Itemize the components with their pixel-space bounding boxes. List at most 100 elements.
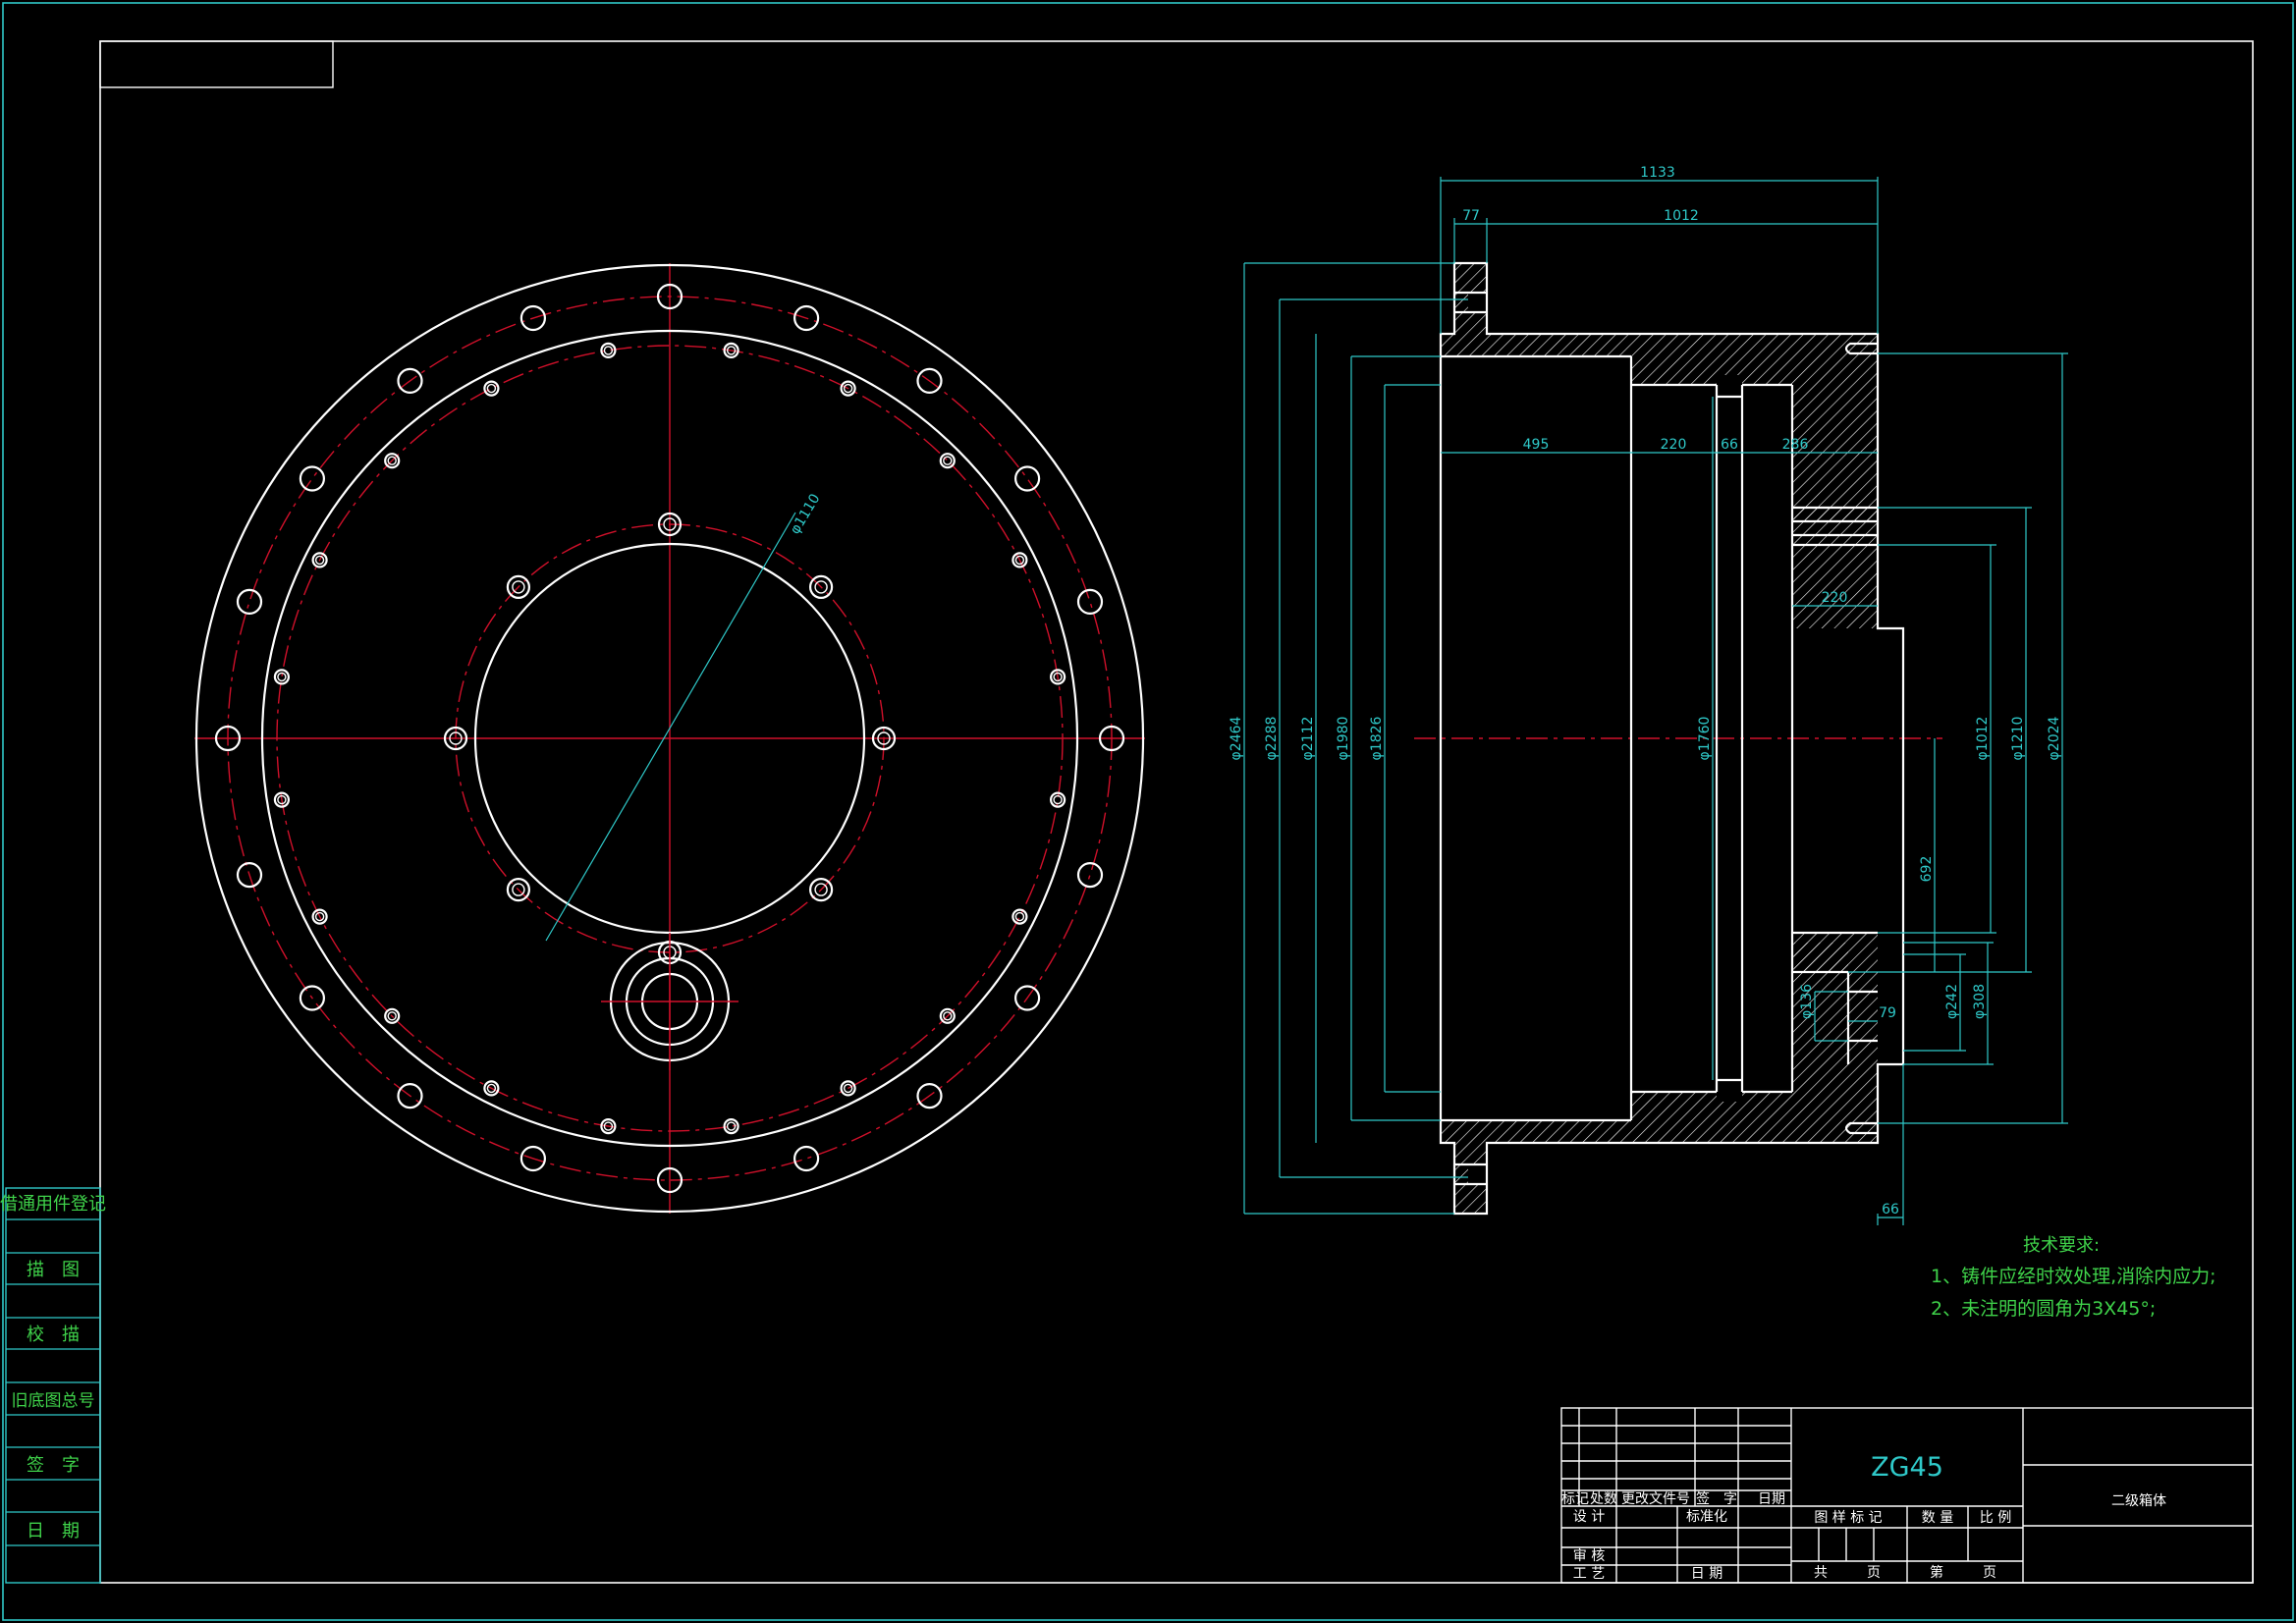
label-sheet-word: 页: [1867, 1565, 1881, 1581]
dim-dia-1110: φ1110: [788, 491, 824, 537]
bolt-hole: [273, 669, 290, 685]
bolt-hole: [1049, 669, 1066, 685]
bolt-hole: [1011, 908, 1028, 925]
dim-dia-2288: φ2288: [1264, 717, 1280, 761]
bolt-hole: [1011, 552, 1028, 568]
bolt-hole: [519, 1145, 547, 1172]
rev-header-mark: 标记: [1561, 1491, 1589, 1507]
dim-len-220a: 220: [1661, 437, 1687, 453]
bolt-hole-thread: [486, 383, 497, 394]
bolt-hole: [397, 367, 423, 394]
bolt-hole: [1098, 725, 1125, 752]
technical-notes: 技术要求: 1、铸件应经时效处理,消除内应力; 2、未注明的圆角为3X45°;: [1931, 1235, 2216, 1320]
bolt-hole: [236, 861, 263, 889]
rev-header-date: 日期: [1758, 1491, 1785, 1507]
bolt-hole: [214, 725, 242, 752]
bolt-hole: [506, 574, 531, 600]
dim-dia-2464: φ2464: [1229, 716, 1244, 760]
side-strip-item-4: 签 字: [27, 1455, 80, 1476]
bolt-hole: [840, 380, 856, 397]
title-block: 标记 处数 更改文件号 签 字 日期 设 计 标准化 审 核 工 艺 日 期 Z…: [1560, 1407, 2254, 1584]
bolt-hole: [311, 908, 328, 925]
bolt-hole: [483, 1080, 500, 1097]
bolt-hole-thread: [512, 883, 525, 896]
dim-len-79: 79: [1879, 1005, 1896, 1021]
bolt-hole: [723, 1117, 739, 1135]
label-review: 审 核: [1573, 1548, 1605, 1564]
bolt-hole-thread: [663, 517, 677, 531]
label-scale: 比 例: [1980, 1510, 2011, 1526]
dim-length-1012: 1012: [1664, 208, 1699, 224]
dim-dia-1210: φ1210: [2010, 717, 2026, 761]
front-view: φ1110: [194, 263, 1145, 1214]
bolt-hole-thread: [277, 672, 287, 682]
side-strip-item-3: 旧底图总号: [12, 1391, 95, 1411]
dim-dia-308: φ308: [1972, 984, 1988, 1019]
bolt-hole-thread: [843, 1083, 853, 1094]
bolt-hole-thread: [277, 794, 287, 805]
side-strip-item-5: 日 期: [27, 1521, 80, 1542]
bolt-hole-thread: [1014, 911, 1025, 922]
bolt-hole-thread: [486, 1083, 497, 1094]
bolt-hole: [1076, 861, 1104, 889]
bolt-hole-thread: [814, 580, 828, 594]
bolt-hole: [1013, 985, 1041, 1011]
side-strip-item-0: 借通用件登记: [0, 1194, 106, 1215]
bolt-hole: [299, 985, 325, 1011]
dim-dia-1826: φ1826: [1369, 716, 1385, 760]
bolt-hole-thread: [314, 911, 325, 922]
bolt-hole: [916, 367, 943, 394]
label-sheet-word-2: 页: [1983, 1565, 1996, 1581]
bolt-hole-thread: [603, 346, 614, 355]
bolt-hole-thread: [814, 883, 828, 896]
bolt-hole: [519, 304, 547, 332]
bolt-hole: [871, 726, 897, 751]
bolt-hole-thread: [726, 1121, 737, 1131]
label-process: 工 艺: [1573, 1566, 1605, 1582]
notes-title: 技术要求:: [2023, 1235, 2100, 1256]
label-date: 日 期: [1691, 1566, 1722, 1582]
bolt-hole: [299, 465, 325, 492]
bolt-hole: [443, 726, 468, 751]
bolt-hole: [311, 552, 328, 568]
bolt-hole-thread: [603, 1121, 614, 1131]
bolt-hole: [657, 512, 683, 537]
bolt-hole: [483, 380, 500, 397]
bolt-hole: [939, 1007, 956, 1024]
dim-overall-length: 1133: [1640, 165, 1675, 181]
dim-flange-77: 77: [1462, 208, 1480, 224]
label-weight: 数 量: [1922, 1510, 1953, 1526]
bolt-hole-thread: [1014, 555, 1025, 566]
dim-dia-242: φ242: [1944, 984, 1960, 1019]
bolt-hole-thread: [726, 346, 737, 355]
bolt-hole-thread: [387, 1011, 397, 1021]
bolt-hole: [236, 588, 263, 616]
bolt-hole: [723, 342, 739, 358]
bolt-hole-thread: [1053, 672, 1063, 682]
dim-len-66b: 66: [1882, 1202, 1899, 1217]
label-design: 设 计: [1573, 1509, 1605, 1525]
dim-len-220b: 220: [1822, 590, 1848, 606]
bolt-hole: [1049, 791, 1066, 808]
bolt-hole: [273, 791, 290, 808]
inner-bolt-holes: [273, 342, 1066, 1135]
dim-dia-2024: φ2024: [2047, 716, 2062, 760]
part-name: 二级箱体: [2111, 1493, 2166, 1509]
label-stage-mark: 图 样 标 记: [1814, 1510, 1882, 1526]
bolt-hole-thread: [843, 383, 853, 394]
material-label: ZG45: [1871, 1452, 1943, 1483]
dim-dia-1980: φ1980: [1336, 717, 1351, 761]
dim-len-66a: 66: [1721, 437, 1738, 453]
bolt-hole-thread: [877, 731, 891, 745]
dim-len-495: 495: [1523, 437, 1550, 453]
bolt-hole: [1076, 588, 1104, 616]
bolt-hole: [1013, 465, 1041, 492]
bolt-hole-thread: [314, 555, 325, 566]
bolt-hole: [600, 342, 617, 358]
bolt-hole: [600, 1117, 617, 1135]
bolt-hole: [840, 1080, 856, 1097]
side-strip-item-1: 描 图: [27, 1260, 80, 1280]
notes-line-1: 1、铸件应经时效处理,消除内应力;: [1931, 1266, 2216, 1287]
label-total-sheets: 共: [1814, 1565, 1828, 1581]
